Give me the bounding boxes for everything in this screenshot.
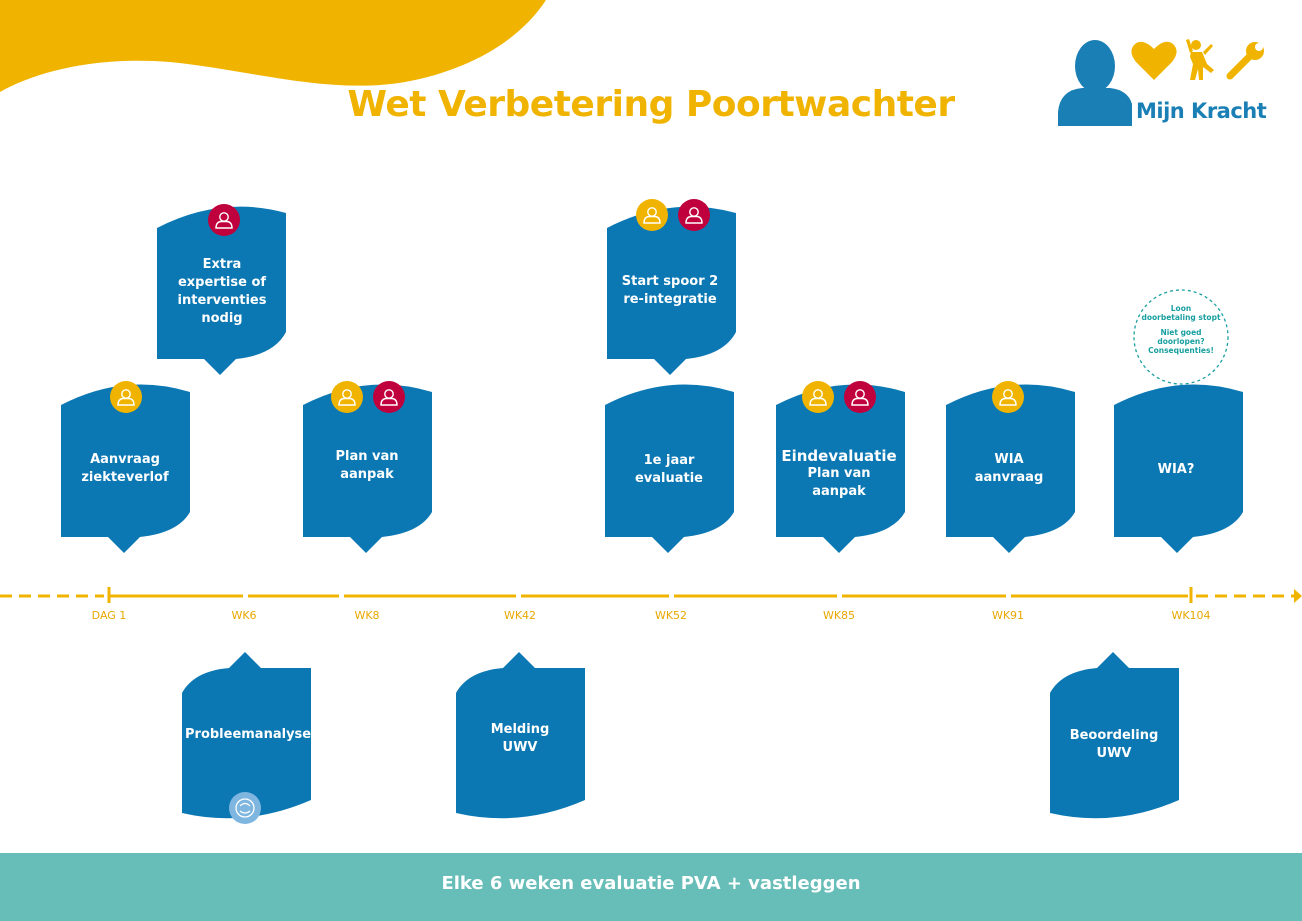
doctor-badge-icon <box>229 792 261 824</box>
bubble-start-spoor-text: Start spoor 2 re-integratie <box>621 274 719 307</box>
bubble-probleemanalyse-text: Probleemanalyse <box>185 727 312 742</box>
note-text: Loon doorbetaling stopt Niet goed doorlo… <box>1141 304 1221 355</box>
footer-text: Elke 6 weken evaluatie PVA + vastleggen <box>441 873 861 894</box>
employer-badge-icon <box>208 204 240 236</box>
employee-badge-icon <box>802 381 834 413</box>
person-silhouette-icon <box>1058 40 1132 126</box>
bubble-melding <box>456 652 585 819</box>
employee-badge-icon <box>331 381 363 413</box>
footer-band <box>0 853 1302 921</box>
bubble-start-spoor <box>607 206 736 375</box>
bubble-eindevaluatie <box>776 384 905 553</box>
tick-label: WK6 <box>231 609 257 622</box>
note-circle <box>1133 289 1229 385</box>
bubble-wia-question-text: WIA? <box>1157 462 1195 477</box>
bubble-beoordeling <box>1050 652 1179 819</box>
bubble-melding-text: Melding UWV <box>490 722 550 755</box>
wrench-icon <box>1226 42 1264 80</box>
tick-label: WK85 <box>822 609 856 622</box>
timeline-arrow-icon <box>1294 589 1302 603</box>
bubble-eindevaluatie-text: Eindevaluatie Plan van aanpak <box>781 447 897 499</box>
employer-badge-icon <box>373 381 405 413</box>
bubble-eerste-jaar-text: 1e jaar evaluatie <box>634 453 704 486</box>
employee-badge-icon <box>636 199 668 231</box>
bubble-plan-van-aanpak <box>303 384 432 553</box>
bubble-extra-expertise <box>157 206 286 375</box>
bubble-eerste-jaar <box>605 384 734 553</box>
brand-name: Mijn Kracht <box>1136 99 1267 123</box>
timeline <box>0 587 1302 603</box>
bubble-plan-van-aanpak-text: Plan van aanpak <box>335 449 399 482</box>
page-title: Wet Verbetering Poortwachter <box>347 84 955 125</box>
tick-label: DAG 1 <box>91 609 127 622</box>
heart-icon <box>1131 41 1177 80</box>
employee-badge-icon <box>992 381 1024 413</box>
tick-label: WK52 <box>654 609 688 622</box>
employer-badge-icon <box>678 199 710 231</box>
bubble-beoordeling-text: Beoordeling UWV <box>1069 728 1159 761</box>
bubble-aanvraag-text: Aanvraag ziekteverlof <box>81 452 169 485</box>
employee-badge-icon <box>110 381 142 413</box>
bubble-wia-question <box>1114 384 1243 553</box>
tick-label: WK8 <box>354 609 380 622</box>
bubble-extra-expertise-text: Extra expertise of interventies nodig <box>177 257 267 326</box>
tick-label: WK104 <box>1171 609 1211 622</box>
employer-badge-icon <box>844 381 876 413</box>
bubble-wia-aanvraag-text: WIA aanvraag <box>974 452 1044 485</box>
tick-label: WK42 <box>503 609 537 622</box>
logo <box>1058 39 1264 126</box>
header-wave <box>0 0 546 92</box>
tick-label: WK91 <box>991 609 1025 622</box>
bubble-probleemanalyse <box>182 652 311 819</box>
cheering-person-icon <box>1186 39 1214 80</box>
bubble-wia-aanvraag <box>946 384 1075 553</box>
bubble-aanvraag <box>61 384 190 553</box>
